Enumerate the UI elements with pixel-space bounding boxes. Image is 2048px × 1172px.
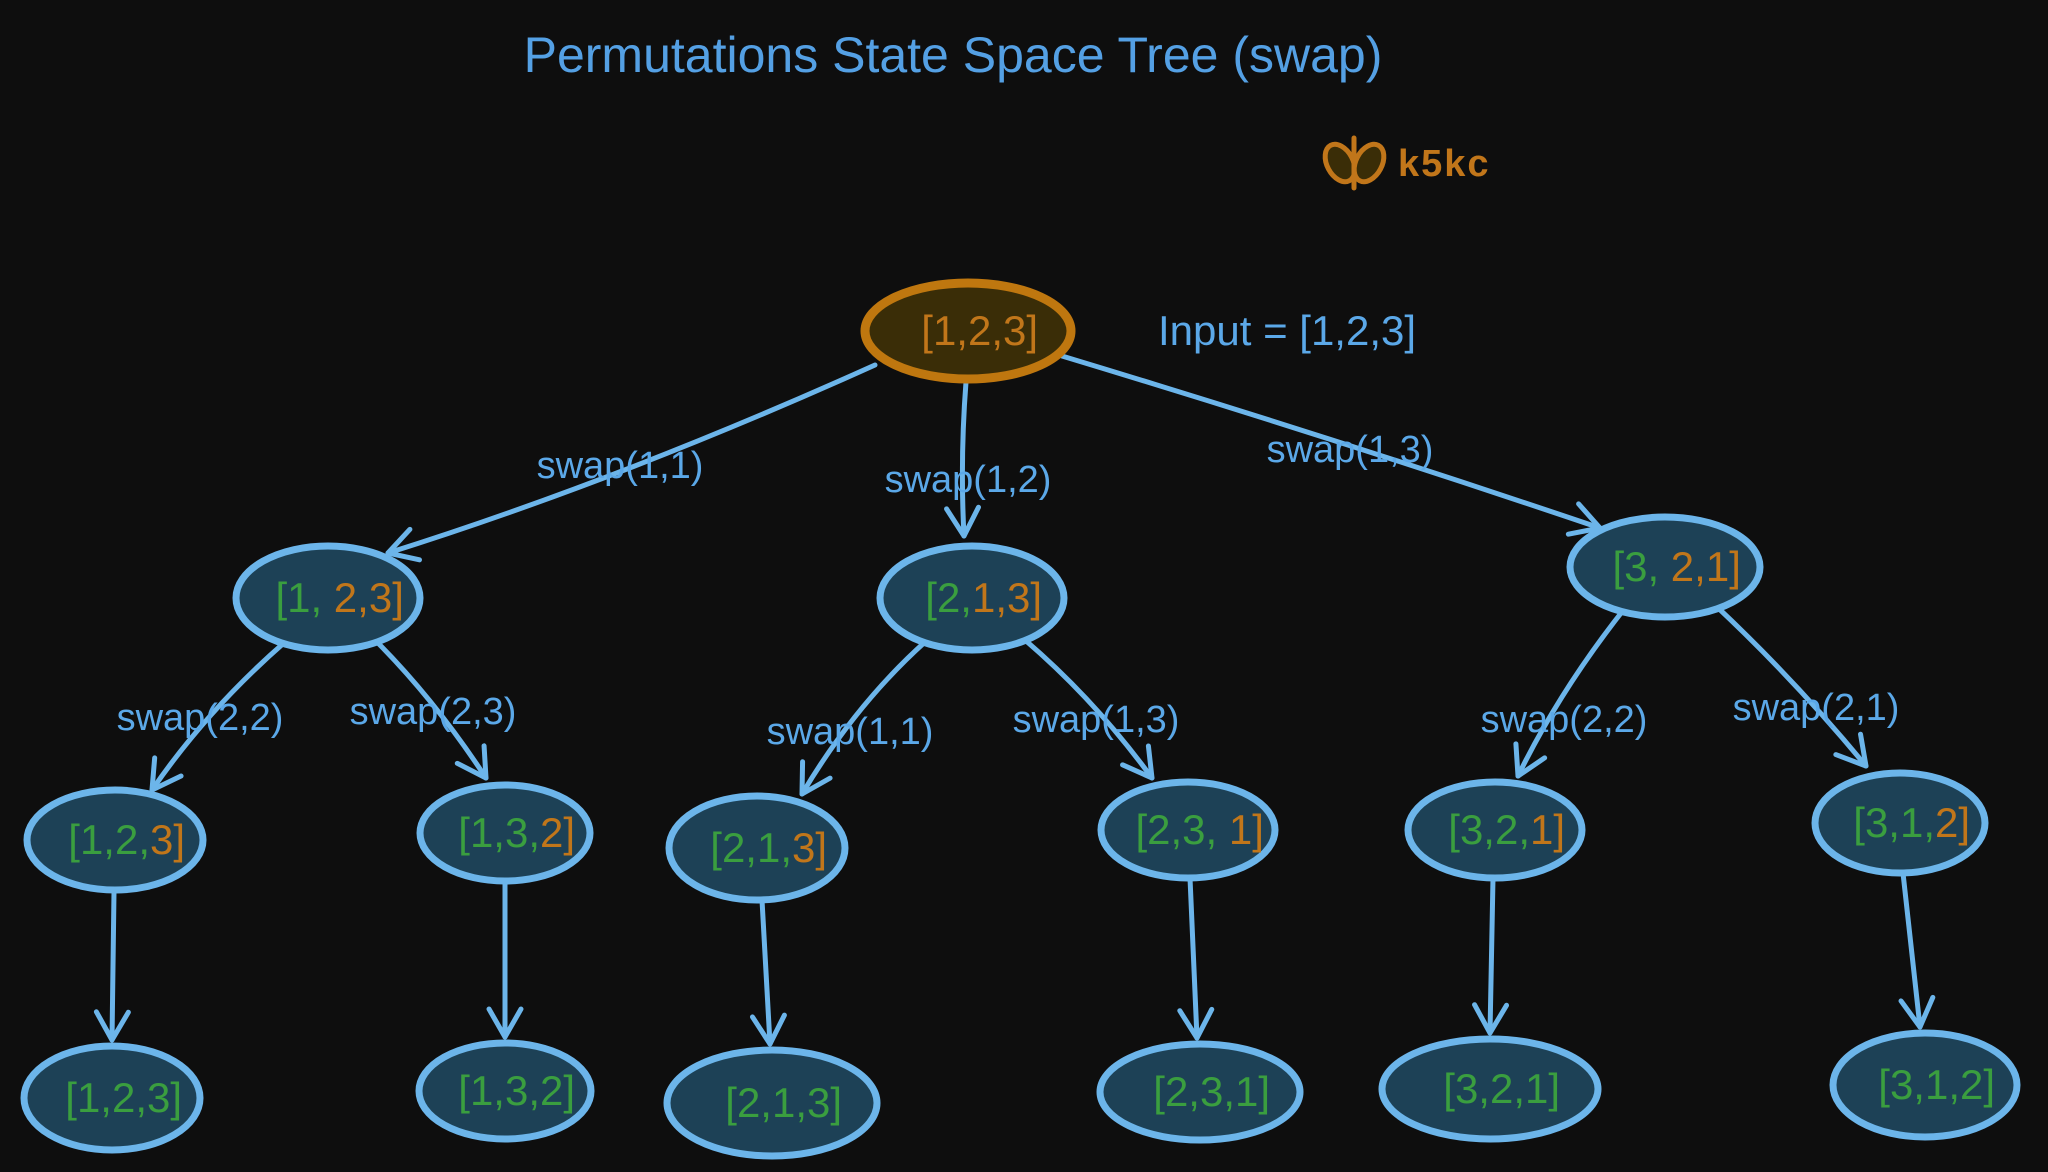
node-l2-1-label: [1, 2,3] [194,574,462,621]
butterfly-icon [1322,135,1387,191]
node-l3-5-shape [1404,778,1586,882]
node-l3-1-label: [1,2,3] [0,816,243,863]
node-l3-1: [1,2,3] [0,786,243,894]
node-leaf-5-label: [3,2,1] [1362,1065,1619,1112]
node-leaf-6: [3,1,2] [1797,1029,2048,1141]
edge-root-to-l2-3 [1059,353,1603,537]
node-leaf-1-label: [1,2,3] [0,1074,240,1121]
node-l3-3: [2,1,3] [629,792,886,904]
edge-label-swap-2-1: swap(2,1) [1733,687,1900,729]
edge-labels: swap(1,1) swap(1,2) swap(1,3) swap(2,2) … [117,429,1900,753]
node-leaf-2-label: [1,3,2] [377,1067,634,1114]
tree-edges [93,353,1936,1047]
node-leaf-4-shape [1096,1040,1304,1144]
edge-label-swap-1-1: swap(1,1) [537,445,704,487]
node-leaf-1-shape [20,1042,204,1154]
node-l3-5: [3,2,1] [1367,778,1624,882]
edge-l2-1-to-l3-2 [372,637,489,781]
node-leaf-4: [2,3,1] [1072,1040,1329,1144]
diagram-title: Permutations State Space Tree (swap) [524,27,1383,83]
edge-l3-5-to-leaf-5 [1472,875,1510,1036]
edge-l3-3-to-leaf-3 [749,897,787,1047]
node-l3-6: [3,1,2] [1772,769,2029,877]
edge-root-to-l2-2 [944,379,982,539]
node-l2-2-shape [876,542,1068,654]
node-l2-2-label: [2,1,3] [844,574,1101,621]
edge-label-swap-2-3: swap(2,3) [350,691,517,733]
node-root-label: [1,2,3] [840,307,1097,354]
node-l3-2: [1,3,2] [377,781,634,885]
edge-l2-3-to-l3-6 [1712,602,1869,769]
edge-l2-2-to-l3-3 [799,639,928,797]
node-l3-2-label: [1,3,2] [377,809,634,856]
edge-label-swap-1-2: swap(1,2) [885,459,1052,501]
node-l2-3-label: [3, 2,1] [1531,543,1799,590]
edge-l3-4-to-leaf-4 [1177,875,1215,1041]
node-l3-4-shape [1097,778,1279,882]
logo: k5kc [1322,135,1491,191]
node-leaf-1: [1,2,3] [0,1042,240,1154]
edge-root-to-l2-1 [385,362,878,563]
edge-label-swap-1-3: swap(1,3) [1267,429,1434,471]
node-leaf-6-label: [3,1,2] [1797,1061,2048,1108]
edge-l2-1-to-l3-1 [149,639,288,793]
edge-label-swap-1-3-mid: swap(1,3) [1013,699,1180,741]
node-leaf-5-shape [1378,1035,1602,1143]
node-leaf-5: [3,2,1] [1362,1035,1619,1143]
node-leaf-3-label: [2,1,3] [644,1079,901,1126]
node-l3-6-label: [3,1,2] [1772,799,2029,846]
node-root-shape [860,278,1076,384]
node-leaf-3: [2,1,3] [644,1046,901,1160]
node-l2-2: [2,1,3] [844,542,1101,654]
edge-l2-3-to-l3-5 [1513,605,1628,779]
node-leaf-3-shape [663,1046,881,1160]
edge-l3-1-to-leaf-1 [93,889,131,1043]
node-l3-6-shape [1811,769,1989,877]
node-leaf-2-shape [415,1039,595,1143]
node-l2-3: [3, 2,1] [1531,513,1799,621]
node-leaf-6-shape [1829,1029,2021,1141]
edge-label-swap-2-2-right: swap(2,2) [1481,699,1648,741]
node-leaf-2: [1,3,2] [377,1039,634,1143]
node-l3-4-label: [2,3, 1] [1054,806,1322,853]
node-l2-3-shape [1566,513,1764,621]
edge-label-swap-2-2-left: swap(2,2) [117,697,284,739]
edge-l2-2-to-l3-4 [1022,637,1155,781]
node-l3-1-shape [23,786,207,894]
input-annotation: Input = [1,2,3] [1158,307,1416,354]
node-l3-5-label: [3,2,1] [1367,806,1624,853]
edge-label-swap-1-1-mid: swap(1,1) [767,711,934,753]
node-l2-1: [1, 2,3] [194,542,462,654]
node-l3-3-label: [2,1,3] [629,824,886,871]
node-l3-2-shape [416,781,594,885]
node-leaf-4-label: [2,3,1] [1072,1068,1329,1115]
edge-l3-6-to-leaf-6 [1898,870,1936,1030]
node-l3-3-shape [665,792,849,904]
node-l2-1-shape [232,542,424,654]
logo-text: k5kc [1398,143,1491,185]
node-root: [1,2,3] [840,278,1097,384]
node-l3-4: [2,3, 1] [1054,778,1322,882]
